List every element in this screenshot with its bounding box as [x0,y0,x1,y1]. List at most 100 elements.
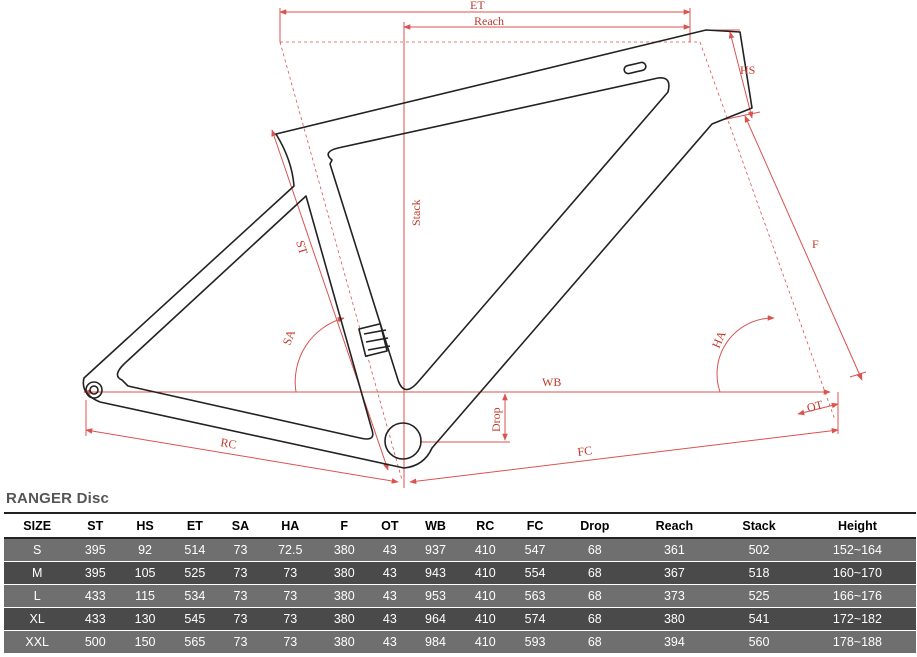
table-cell-stack: 502 [719,538,799,562]
table-cell-height: 166~176 [798,584,916,608]
column-header-height: Height [798,512,916,539]
table-cell-drop: 68 [559,561,630,585]
table-cell-reach: 373 [629,584,720,608]
column-header-fc: FC [510,512,560,539]
table-cell-fc: 547 [510,538,560,562]
table-cell-sa: 73 [219,607,262,631]
table-cell-ha: 73 [261,561,320,585]
table-cell-sa: 73 [219,561,262,585]
table-cell-height: 152~164 [798,538,916,562]
table-cell-ha: 73 [261,584,320,608]
table-cell-drop: 68 [559,630,630,654]
table-cell-reach: 367 [629,561,720,585]
table-cell-reach: 394 [629,630,720,654]
table-cell-sa: 73 [219,538,262,562]
table-cell-reach: 380 [629,607,720,631]
label-et: ET [470,0,485,12]
column-header-ot: OT [369,512,411,539]
table-cell-ha: 73 [261,607,320,631]
table-cell-f: 380 [319,561,370,585]
table-cell-stack: 518 [719,561,799,585]
column-header-size: SIZE [4,512,71,539]
label-fc: FC [577,443,593,459]
label-st: ST [293,239,311,257]
table-cell-wb: 964 [410,607,461,631]
table-cell-height: 178~188 [798,630,916,654]
dimension-lines [83,8,867,488]
column-header-wb: WB [410,512,461,539]
table-cell-f: 380 [319,630,370,654]
column-header-et: ET [169,512,220,539]
table-cell-f: 380 [319,584,370,608]
table-cell-st: 500 [70,630,121,654]
frame-geometry-diagram: ET Reach HS Stack ST F SA HA WB OT Drop … [82,0,867,488]
table-cell-ot: 43 [369,561,411,585]
table-cell-stack: 560 [719,630,799,654]
column-header-sa: SA [219,512,262,539]
table-cell-ha: 73 [261,630,320,654]
table-cell-stack: 525 [719,584,799,608]
label-hs: HS [740,63,755,77]
table-cell-wb: 943 [410,561,461,585]
table-cell-et: 534 [169,584,220,608]
table-cell-rc: 410 [460,630,511,654]
table-cell-hs: 105 [120,561,170,585]
table-cell-wb: 937 [410,538,461,562]
table-cell-et: 514 [169,538,220,562]
table-cell-hs: 150 [120,630,170,654]
table-cell-wb: 984 [410,630,461,654]
table-cell-sa: 73 [219,630,262,654]
table-cell-ot: 43 [369,630,411,654]
table-cell-wb: 953 [410,584,461,608]
table-cell-et: 525 [169,561,220,585]
table-cell-stack: 541 [719,607,799,631]
label-stack: Stack [409,199,423,226]
table-cell-size: S [4,538,71,562]
label-rc: RC [219,435,237,452]
column-header-st: ST [70,512,121,539]
table-cell-st: 395 [70,561,121,585]
table-cell-et: 565 [169,630,220,654]
table-cell-reach: 361 [629,538,720,562]
table-cell-st: 395 [70,538,121,562]
table-cell-height: 172~182 [798,607,916,631]
table-cell-ha: 72.5 [261,538,320,562]
column-header-f: F [319,512,370,539]
table-cell-size: M [4,561,71,585]
table-cell-hs: 130 [120,607,170,631]
table-cell-st: 433 [70,584,121,608]
table-cell-ot: 43 [369,538,411,562]
table-cell-rc: 410 [460,584,511,608]
table-cell-fc: 563 [510,584,560,608]
table-cell-drop: 68 [559,584,630,608]
table-cell-sa: 73 [219,584,262,608]
column-header-rc: RC [460,512,511,539]
bike-frame [82,29,753,469]
column-header-reach: Reach [629,512,720,539]
table-cell-et: 545 [169,607,220,631]
table-cell-f: 380 [319,538,370,562]
label-ha: HA [709,328,729,350]
table-cell-rc: 410 [460,561,511,585]
table-cell-rc: 410 [460,538,511,562]
table-cell-size: XXL [4,630,71,654]
label-ot: OT [805,397,825,415]
table-cell-rc: 410 [460,607,511,631]
table-cell-size: XL [4,607,71,631]
table-cell-drop: 68 [559,607,630,631]
column-header-stack: Stack [719,512,799,539]
column-header-hs: HS [120,512,170,539]
table-cell-ot: 43 [369,607,411,631]
table-cell-drop: 68 [559,538,630,562]
label-f: F [812,237,819,251]
table-cell-fc: 554 [510,561,560,585]
table-cell-ot: 43 [369,584,411,608]
label-wb: WB [542,375,561,389]
